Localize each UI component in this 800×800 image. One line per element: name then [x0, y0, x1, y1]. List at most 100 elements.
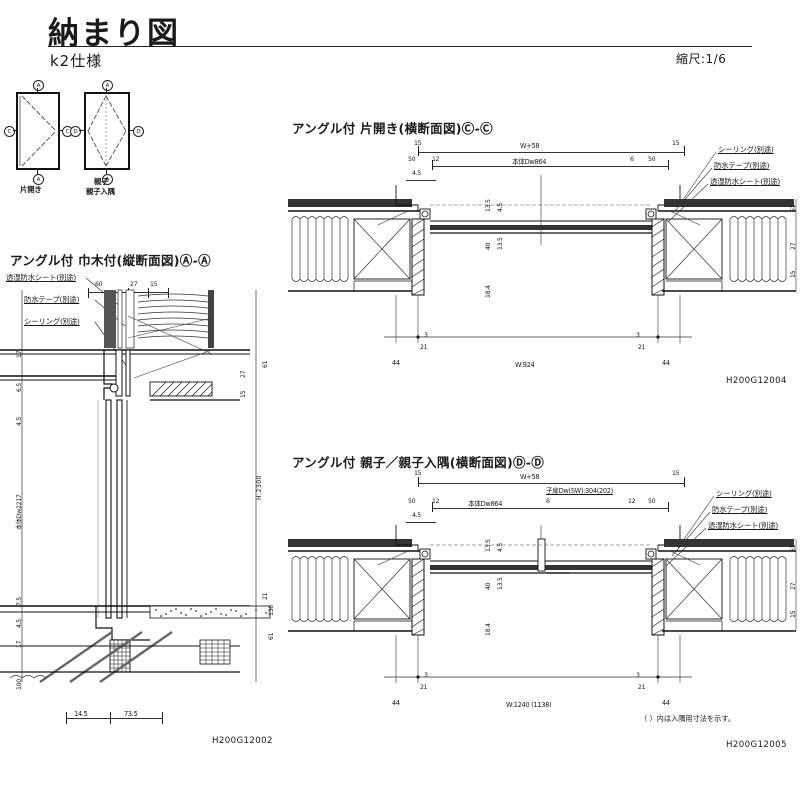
keyplan-right-swing [87, 95, 127, 167]
section-a-a-rightdim-2: 15 [240, 390, 247, 398]
keyplan-right-mark-left: D [70, 126, 81, 137]
section-a-a-rightdim-1: 27 [240, 370, 247, 378]
section-a-a-rightdim-3: 21 [262, 592, 269, 600]
section-a-a-bottomdim-line [66, 718, 162, 719]
section-d-d-topdim-r-0: 6 [546, 498, 550, 505]
keyplan-right-caption-1: 親子 [94, 177, 109, 186]
section-d-d-overall-tick-r [684, 477, 685, 487]
section-d-d-topdim-l-line [406, 522, 436, 523]
section-d-d-topdim-l-0: 15 [414, 470, 422, 477]
section-d-d-rightdim-1: 27 [790, 582, 797, 590]
section-c-c-overall-tick-r [684, 146, 685, 156]
section-c-c-bottomdim-r-0: 3 [636, 332, 640, 339]
section-a-a-topdim-0: 60 [95, 281, 103, 288]
keyplan-left-swing [19, 95, 57, 167]
section-d-d-overall: W+58 [520, 473, 540, 481]
section-d-d-bottomdim-r-1: 21 [638, 684, 646, 691]
section-a-a-height-label: H:2300 [256, 475, 263, 500]
section-a-a-leftdim-6: 17 [16, 640, 23, 648]
section-d-d-footnote: （ ）内は入隅用寸法を示す。 [640, 714, 736, 723]
keyplan-left-tick-bottom [37, 168, 38, 174]
keyplan-right-tick-top [106, 88, 107, 94]
section-c-c-body-tick-l [432, 160, 433, 170]
section-d-d-topdim-l-2: 12 [432, 498, 440, 505]
section-a-a-topdim-tick-0 [88, 288, 89, 298]
section-a-a-rightdim-4: 61 [268, 632, 275, 640]
section-a-a-callout-0: 透湿防水シート(別途) [6, 273, 77, 282]
section-d-d-centerdim-1: 4.5 [497, 543, 504, 552]
section-a-a-leftdim-7: 100 [16, 679, 23, 690]
section-a-a-callout-1: 防水テープ(別途) [24, 295, 80, 304]
section-a-a-bottomdim-tick-2 [162, 712, 163, 724]
section-d-d-topdim-r-3: 15 [672, 470, 680, 477]
section-a-a-leftdim-1: 6.5 [16, 383, 23, 392]
spec-subtitle: k2仕様 [50, 52, 103, 70]
section-a-a-leftdim-4: 7.5 [16, 597, 23, 606]
section-a-a-rightdim-0: 61 [262, 360, 269, 368]
section-a-a-topdim-1: 27 [130, 281, 138, 288]
section-a-a-leftdim-0: 17 [16, 350, 23, 358]
scale-label: 縮尺:1/6 [676, 52, 727, 66]
section-a-a-code: H200G12002 [212, 736, 273, 746]
section-d-d-bottomdim-r-0: 3 [636, 672, 640, 679]
section-d-d-centerdim-4: 18.4 [485, 623, 492, 636]
keyplan-left-caption: 片開き [20, 185, 42, 194]
section-c-c-overall-tick-l [418, 146, 419, 156]
section-d-d-bottomdim-r-2: 44 [662, 699, 670, 707]
section-d-d-body-line [432, 508, 668, 509]
keyplan-right-tick-right [129, 130, 134, 131]
section-d-d-callout-0: シーリング(別途) [716, 489, 772, 498]
keyplan-right-tick-bottom [106, 168, 107, 174]
keyplan-right-mark-right: D [133, 126, 144, 137]
section-d-d-centerdim-3: 13.5 [497, 577, 504, 590]
section-c-c-bottomdim-r-2: 44 [662, 359, 670, 367]
keyplan-left-tick-left [13, 130, 18, 131]
section-d-d-callout-1: 防水テープ(別途) [712, 505, 768, 514]
section-d-d-rightdim-2: 15 [790, 610, 797, 618]
section-d-d-callout-2: 透湿防水シート(別途) [708, 521, 779, 530]
title-rule [48, 46, 752, 47]
section-c-c-topdim-r-2: 15 [672, 140, 680, 147]
section-c-c-bottom-overall: W:924 [515, 361, 535, 369]
section-c-c-rightdim-2: 15 [790, 270, 797, 278]
section-c-c-topdim-r-0: 6 [630, 156, 634, 163]
section-c-c-body-tick-r [668, 160, 669, 170]
keyplan-right-caption-2: 親子入隅 [86, 187, 115, 196]
section-c-c-topdim-l-2: 12 [432, 156, 440, 163]
keyplan-right-frame [84, 92, 130, 170]
keyplan-right-mark-top: A [102, 80, 113, 91]
section-a-a-bottomdim-0: 14.5 [74, 710, 88, 718]
keyplan-left-mark-left: C [4, 126, 15, 137]
section-c-c-bottomdim-l-2: 3 [424, 332, 428, 339]
section-a-a-leftdim-5: 4.5 [16, 619, 23, 628]
section-c-c-body: 本体Dw864 [512, 158, 547, 166]
section-d-d-topdim-l-1: 50 [408, 498, 416, 505]
section-d-d-leaders [665, 495, 715, 567]
section-c-c-drawing [288, 175, 797, 343]
section-d-d-body-tick-l [432, 502, 433, 512]
section-c-c-overall-line [418, 152, 684, 153]
section-d-d-topdim-l-3: 4.5 [412, 512, 421, 519]
section-d-d-body: 本体Dw864 [468, 500, 503, 508]
section-a-a-callout-2: シーリング(別途) [24, 317, 80, 326]
section-c-c-bottomdim-l-1: 21 [420, 344, 428, 351]
section-c-c-centerdim-0: 13.5 [485, 199, 492, 212]
section-a-a-topdim-2: 15 [150, 281, 158, 288]
section-d-d-bottomdim-l-2: 3 [424, 672, 428, 679]
section-c-c-code: H200G12004 [726, 376, 787, 386]
section-c-c-leaders [667, 151, 717, 223]
keyplan-left-frame [16, 92, 60, 170]
section-c-c-centerdim-3: 13.5 [497, 237, 504, 250]
section-d-d-bottomdim-l-1: 21 [420, 684, 428, 691]
section-d-d-bottom-overall: W:1240 (1138) [506, 701, 552, 709]
section-d-d-bottomdim-l-0: 44 [392, 699, 400, 707]
section-a-a-topdim-tick-3 [168, 288, 169, 298]
section-c-c-bottomdim-r-1: 21 [638, 344, 646, 351]
section-c-c-bottomdim-l-0: 44 [392, 359, 400, 367]
section-c-c-centerdim-1: 4.5 [497, 203, 504, 212]
section-d-d-rightdim-0: 61 [790, 544, 797, 552]
keyplan-left-mark-top: A [33, 80, 44, 91]
section-c-c-callout-0: シーリング(別途) [718, 145, 774, 154]
section-d-d-centerdim-2: 40 [485, 582, 492, 590]
keyplan-right-mark-bottom: A [102, 174, 113, 185]
